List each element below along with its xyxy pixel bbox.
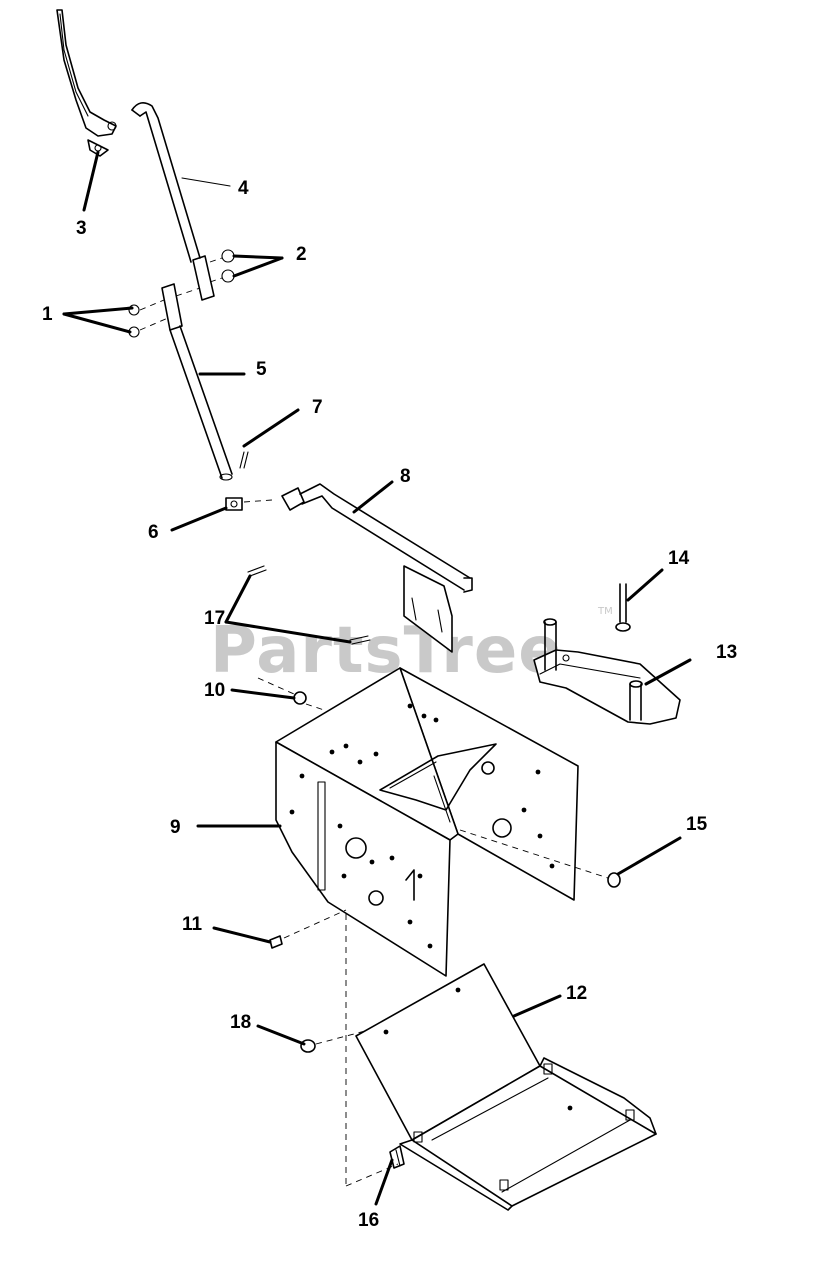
- callout-12[interactable]: 12: [566, 983, 587, 1004]
- hairpin-17[interactable]: [247, 565, 371, 645]
- bolts-2[interactable]: [209, 249, 235, 283]
- callout-7[interactable]: 7: [312, 397, 323, 418]
- callout-2[interactable]: 2: [296, 244, 307, 265]
- screw-11[interactable]: [269, 909, 347, 949]
- callout-15[interactable]: 15: [686, 814, 708, 835]
- callout-9[interactable]: 9: [170, 817, 181, 838]
- bolt-2a[interactable]: [221, 249, 235, 263]
- rod-coupler-lower[interactable]: [139, 283, 201, 331]
- shift-rod-lower[interactable]: [169, 325, 233, 481]
- callout-8[interactable]: 8: [400, 466, 411, 487]
- callout-labels: 1 2 3 4 5 6 7 8 9 10 11 12 13 14 15 16 1…: [42, 178, 737, 1231]
- leader-lines: [62, 150, 692, 1206]
- callout-17[interactable]: 17: [204, 608, 225, 629]
- watermark-trademark: TM: [597, 606, 613, 617]
- callout-3[interactable]: 3: [76, 218, 87, 239]
- callout-4[interactable]: 4: [238, 178, 249, 199]
- bolt-14[interactable]: [615, 583, 631, 632]
- nut-1a[interactable]: [128, 304, 140, 316]
- shift-lever-upper[interactable]: [56, 9, 117, 157]
- callout-18[interactable]: 18: [230, 1012, 251, 1033]
- callout-1[interactable]: 1: [42, 304, 53, 325]
- ferrule-6[interactable]: [225, 497, 273, 511]
- bolt-15[interactable]: [459, 829, 621, 888]
- callout-10[interactable]: 10: [204, 680, 225, 701]
- callout-16[interactable]: 16: [358, 1210, 379, 1231]
- callout-11[interactable]: 11: [182, 914, 203, 935]
- callout-5[interactable]: 5: [256, 359, 267, 380]
- clip-16[interactable]: [389, 1145, 405, 1169]
- rod-coupler-upper[interactable]: [192, 255, 215, 301]
- shift-rod-upper[interactable]: [131, 102, 215, 301]
- bracket-13[interactable]: [533, 618, 681, 725]
- bolt-2b[interactable]: [221, 269, 235, 283]
- shift-arm-8[interactable]: [281, 483, 473, 653]
- callout-13[interactable]: 13: [716, 642, 737, 663]
- cotter-pin-7[interactable]: [239, 451, 249, 469]
- floor-pan-12[interactable]: [355, 963, 657, 1211]
- callout-6[interactable]: 6: [148, 522, 159, 543]
- transaxle-housing-9[interactable]: [275, 667, 579, 977]
- callout-14[interactable]: 14: [668, 548, 690, 569]
